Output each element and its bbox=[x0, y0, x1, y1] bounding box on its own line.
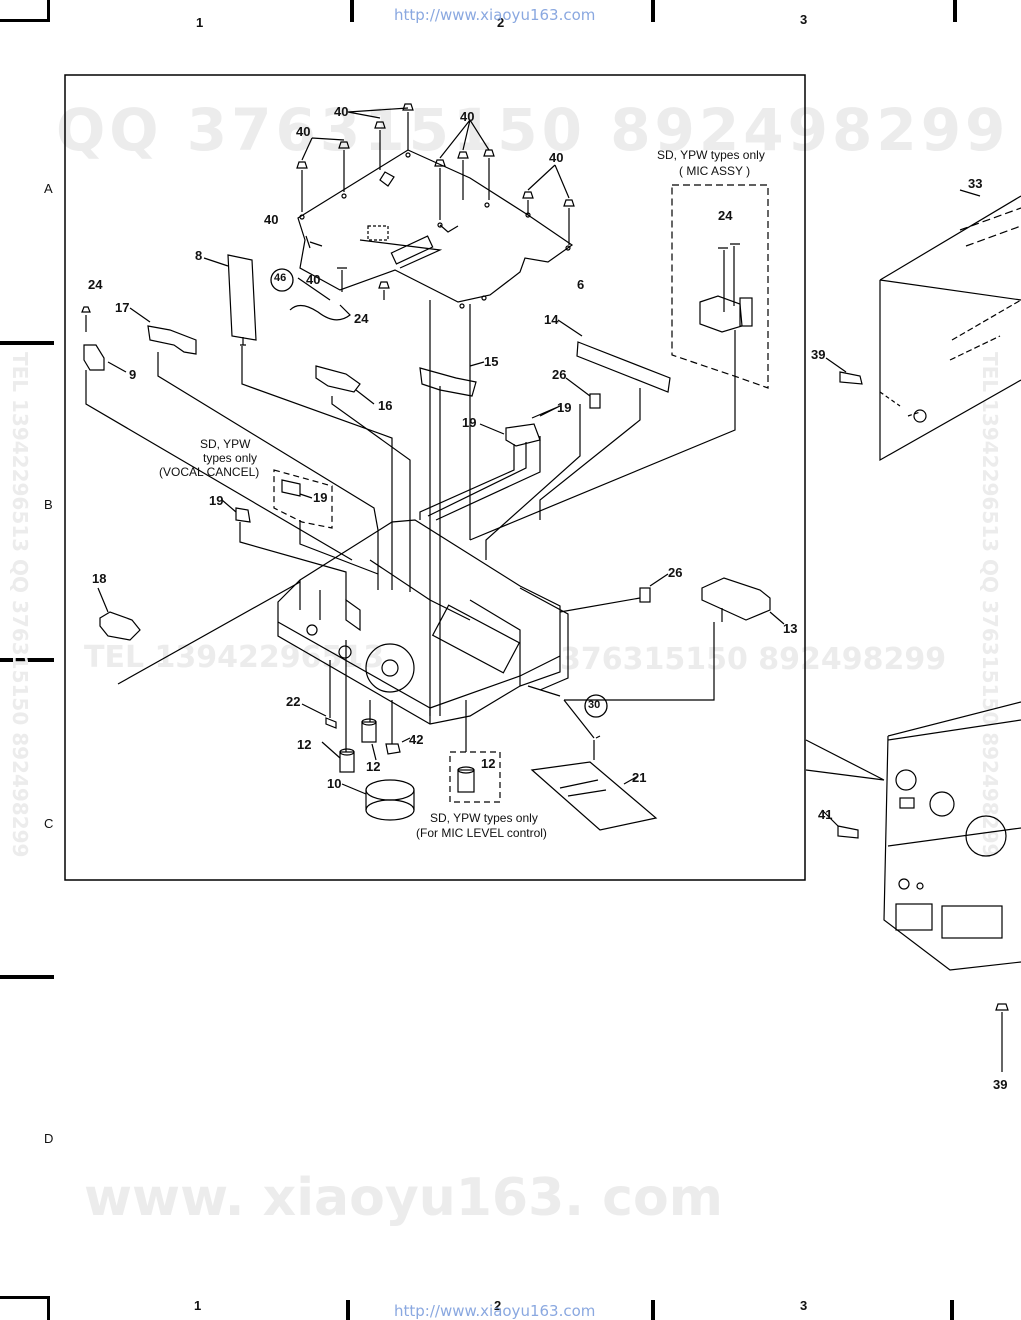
part-label-19: 19 bbox=[313, 490, 328, 505]
part-label-13: 13 bbox=[783, 621, 798, 636]
part-17-bracket bbox=[147, 325, 197, 355]
part-label-26: 26 bbox=[668, 565, 683, 580]
circled-label-46 bbox=[270, 268, 294, 292]
edge-tick bbox=[651, 1300, 655, 1320]
edge-tick bbox=[953, 0, 957, 22]
mic-assy-dashed-box bbox=[671, 184, 769, 389]
footer-url-watermark: http://www.xiaoyu163.com bbox=[394, 1302, 596, 1320]
row-tick bbox=[0, 341, 54, 345]
part-label-46: 46 bbox=[274, 272, 287, 284]
part-label-22: 22 bbox=[286, 694, 301, 709]
part-13-bracket bbox=[701, 577, 771, 621]
part-10-pulley bbox=[365, 779, 415, 801]
part-label-30: 30 bbox=[588, 699, 601, 711]
mic-level-dashed-box bbox=[449, 751, 501, 803]
main-chassis bbox=[277, 519, 561, 725]
part-label-21: 21 bbox=[632, 770, 647, 785]
column-number: 3 bbox=[800, 1298, 808, 1313]
part-label-39: 39 bbox=[811, 347, 826, 362]
column-number: 2 bbox=[494, 1298, 502, 1313]
part-label-41: 41 bbox=[818, 807, 833, 822]
note-mic-assy-line2: ( MIC ASSY ) bbox=[679, 164, 751, 178]
part-label-33: 33 bbox=[968, 176, 983, 191]
part-label-18: 18 bbox=[92, 571, 107, 586]
part-label-15: 15 bbox=[484, 354, 499, 369]
row-letter: A bbox=[44, 181, 53, 196]
part-14-strip bbox=[576, 341, 671, 393]
part-16-bracket bbox=[315, 365, 361, 393]
front-panel bbox=[883, 701, 1021, 971]
part-label-24: 24 bbox=[718, 208, 733, 223]
row-letter: B bbox=[44, 497, 53, 512]
part-label-17: 17 bbox=[115, 300, 130, 315]
part-label-8: 8 bbox=[195, 248, 203, 263]
part-label-19: 19 bbox=[462, 415, 477, 430]
screw-set-40 bbox=[296, 103, 575, 300]
mid-watermark: 376315150 892498299 bbox=[560, 642, 947, 677]
circled-label-30 bbox=[584, 694, 608, 718]
part-label-42: 42 bbox=[409, 732, 424, 747]
top-pcb bbox=[297, 149, 574, 303]
column-number: 2 bbox=[497, 15, 505, 30]
part-label-19: 19 bbox=[557, 400, 572, 415]
vocal-cancel-dashed-box bbox=[273, 469, 333, 529]
part-label-14: 14 bbox=[544, 312, 559, 327]
note-vocal-line2: types only bbox=[203, 451, 258, 465]
part-label-26: 26 bbox=[552, 367, 567, 382]
part-label-6: 6 bbox=[577, 277, 585, 292]
part-label-10: 10 bbox=[327, 776, 342, 791]
note-vocal-line3: (VOCAL CANCEL) bbox=[159, 465, 260, 479]
part-label-40: 40 bbox=[460, 109, 475, 124]
part-label-40: 40 bbox=[306, 272, 321, 287]
cabinet-top bbox=[879, 195, 1021, 462]
edge-tick bbox=[346, 1300, 350, 1320]
edge-tick bbox=[651, 0, 655, 22]
part-label-16: 16 bbox=[378, 398, 393, 413]
part-label-39: 39 bbox=[993, 1077, 1008, 1092]
qq-watermark: QQ 376315150 892498299 bbox=[56, 96, 1010, 164]
note-mic-assy-line1: SD, YPW types only bbox=[657, 148, 765, 162]
part-8-card bbox=[227, 254, 257, 341]
part-18-clip bbox=[99, 611, 141, 641]
flywheel bbox=[365, 643, 415, 693]
header-url-watermark: http://www.xiaoyu163.com bbox=[394, 6, 596, 24]
note-vocal-line1: SD, YPW bbox=[200, 437, 251, 451]
part-9-bracket bbox=[83, 344, 105, 371]
note-mic-level-line1: SD, YPW types only bbox=[430, 811, 538, 825]
part-label-12: 12 bbox=[481, 756, 496, 771]
part-label-24: 24 bbox=[88, 277, 103, 292]
corner-mark-bottom-left bbox=[0, 1296, 50, 1320]
column-number: 1 bbox=[196, 15, 204, 30]
part-19-switch bbox=[505, 423, 541, 447]
note-mic-level-line2: (For MIC LEVEL control) bbox=[416, 826, 547, 840]
part-label-40: 40 bbox=[296, 124, 311, 139]
corner-mark-top-left bbox=[0, 0, 50, 22]
part-label-9: 9 bbox=[129, 367, 137, 382]
column-number: 3 bbox=[800, 12, 808, 27]
row-letter: C bbox=[44, 816, 54, 831]
diagram-frame bbox=[64, 74, 806, 881]
part-15-bracket bbox=[419, 367, 477, 397]
part-label-40: 40 bbox=[264, 212, 279, 227]
edge-tick bbox=[950, 1300, 954, 1320]
part-label-12: 12 bbox=[297, 737, 312, 752]
part-label-40: 40 bbox=[549, 150, 564, 165]
column-number: 1 bbox=[194, 1298, 202, 1313]
part-label-24: 24 bbox=[354, 311, 369, 326]
edge-tick bbox=[350, 0, 354, 22]
part-label-12: 12 bbox=[366, 759, 381, 774]
row-letter: D bbox=[44, 1131, 54, 1146]
part-label-40: 40 bbox=[334, 104, 349, 119]
site-watermark: www. xiaoyu163. com bbox=[84, 1168, 723, 1228]
part-21-panel bbox=[530, 761, 658, 831]
row-tick bbox=[0, 658, 54, 662]
row-tick bbox=[0, 975, 54, 979]
part-label-19: 19 bbox=[209, 493, 224, 508]
